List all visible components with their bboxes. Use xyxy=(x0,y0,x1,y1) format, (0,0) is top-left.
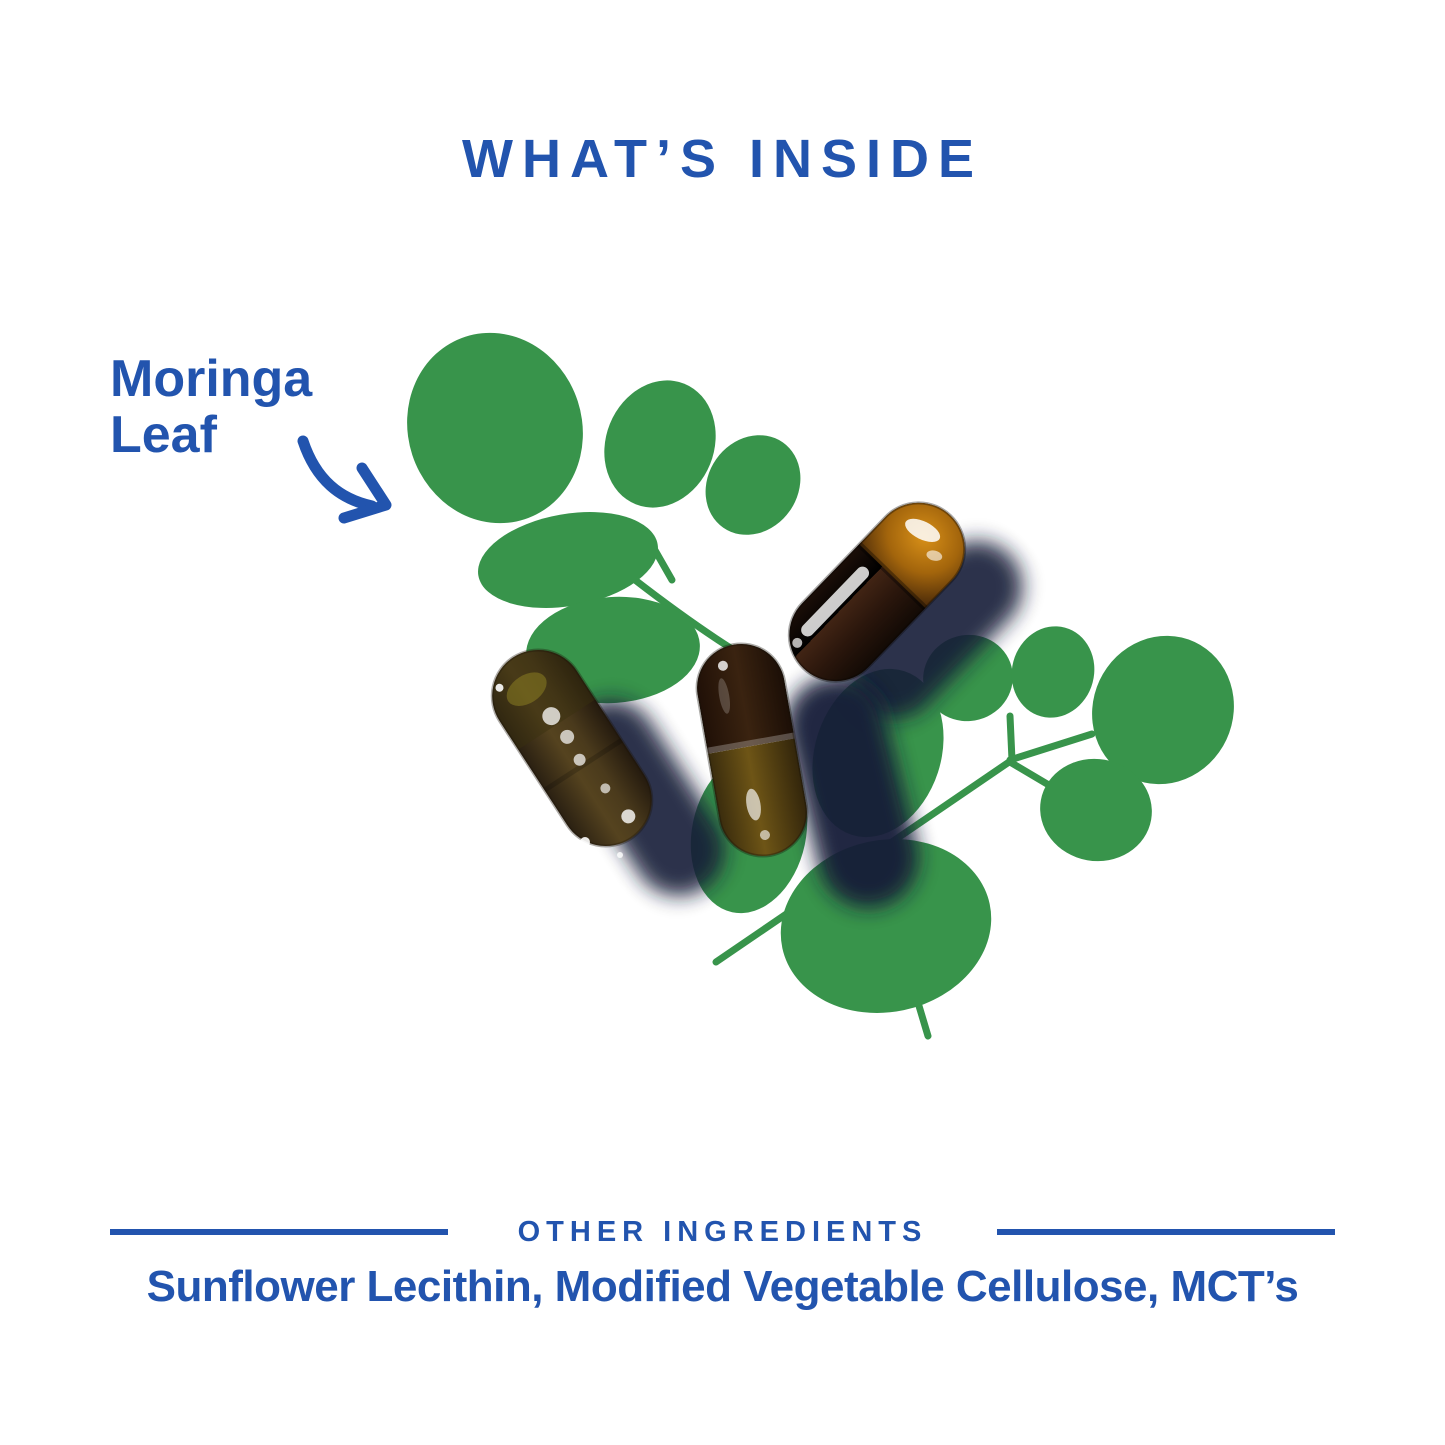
other-ingredients-heading: OTHER INGREDIENTS xyxy=(517,1215,928,1248)
page-title: WHAT’S INSIDE xyxy=(462,129,983,189)
capsule-amber-top-right xyxy=(787,483,984,683)
highlight-specks xyxy=(580,512,864,858)
right-divider-line xyxy=(997,1229,1335,1235)
ingredients-text: Sunflower Lecithin, Modified Vegetable C… xyxy=(146,1262,1299,1311)
curved-arrow-icon xyxy=(297,435,392,524)
moringa-leaf-sprig-top-left xyxy=(407,332,801,704)
capsule-glass-left xyxy=(474,632,654,848)
left-divider-line xyxy=(110,1229,448,1235)
moringa-leaf-label: Moringa Leaf xyxy=(110,350,313,464)
other-ingredients-row: OTHER INGREDIENTS xyxy=(110,1210,1335,1254)
capsule-two-tone-middle xyxy=(690,636,814,864)
